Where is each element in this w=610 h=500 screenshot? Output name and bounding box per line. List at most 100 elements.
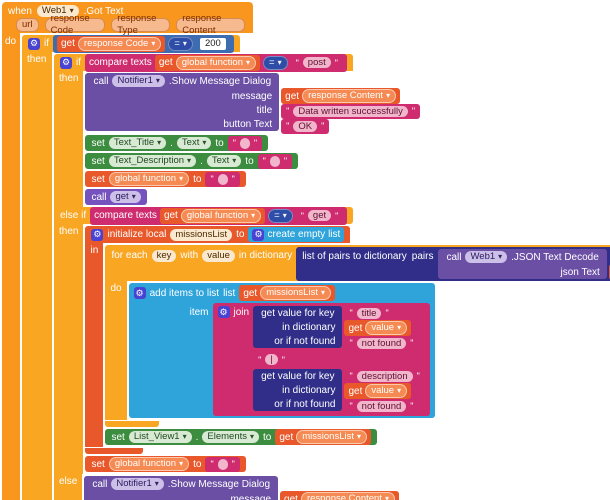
property-dropdown[interactable]: Text [176, 137, 212, 149]
string-title-block[interactable]: title [344, 305, 394, 321]
list-of-pairs-to-dictionary-block[interactable]: list of pairs to dictionary pairs [296, 247, 610, 281]
mutator-gear-icon[interactable] [133, 287, 146, 299]
empty-string-block[interactable] [205, 456, 240, 472]
string-success-block[interactable]: Data written successfully [281, 103, 421, 119]
text-field[interactable] [269, 155, 280, 167]
text-field[interactable]: description [356, 370, 413, 382]
component-dropdown[interactable]: Text_Description [108, 155, 197, 167]
string-separator-block[interactable]: | [253, 352, 290, 367]
variable-dropdown[interactable]: global function [108, 457, 190, 471]
number-field[interactable]: 200 [199, 37, 226, 50]
component-dropdown[interactable]: Notifier1 [111, 478, 164, 490]
string-post-block[interactable]: post [290, 55, 343, 70]
text-field[interactable] [217, 173, 228, 185]
create-empty-list-block[interactable]: create empty list [248, 227, 345, 242]
text-field[interactable]: not found [356, 400, 407, 412]
variable-dropdown[interactable]: global function [175, 55, 257, 70]
component-dropdown[interactable]: List_View1 [128, 431, 192, 443]
param-response-content[interactable]: response Content [176, 13, 245, 36]
variable-dropdown[interactable]: global function [108, 172, 190, 186]
operator-dropdown[interactable]: = [268, 208, 293, 223]
procedure-dropdown[interactable]: get [110, 191, 141, 203]
variable-dropdown[interactable]: value [365, 384, 408, 398]
join-block[interactable]: join get value for key [212, 303, 430, 416]
mutator-gear-icon[interactable] [217, 306, 230, 318]
get-value-for-key-description-block[interactable]: get value for key in dictionary or if no… [253, 368, 425, 414]
value-field[interactable]: value [202, 250, 235, 262]
variable-dropdown[interactable]: missionsList [296, 430, 368, 444]
variable-dropdown[interactable]: missionsList [260, 286, 331, 300]
variable-dropdown[interactable]: response Content [302, 89, 397, 103]
number-block[interactable]: 200 [195, 36, 230, 51]
equals-block[interactable]: get response Code = 200 [53, 34, 234, 53]
param-response-type[interactable]: response Type [111, 13, 171, 36]
text-field[interactable] [239, 137, 250, 149]
call-get-procedure-block[interactable]: call get [85, 189, 147, 205]
string-ok-block[interactable]: OK [281, 118, 330, 134]
set-global-function-block[interactable]: set global function to [85, 456, 246, 472]
initialize-local-block[interactable]: initialize local missionsList to create … [85, 226, 610, 454]
text-field[interactable]: get [307, 210, 332, 221]
component-dropdown[interactable]: Text_Title [108, 137, 167, 149]
compare-texts-post-block[interactable]: compare texts get global function = post [85, 53, 347, 72]
param-url[interactable]: url [16, 18, 39, 32]
call-notifier-dialog-block[interactable]: call Notifier1 .Show Message Dialog mess… [85, 73, 421, 134]
get-value-for-key-title-block[interactable]: get value for key in dictionary or if no… [253, 305, 419, 351]
string-not-found-block[interactable]: not found [344, 398, 419, 414]
text-field[interactable]: not found [356, 337, 407, 349]
set-listview-elements-block[interactable]: set List_View1 . Elements to getmissions… [105, 429, 378, 445]
text-field[interactable]: title [356, 307, 382, 319]
variable-dropdown[interactable]: value [365, 321, 408, 335]
param-response-code[interactable]: response Code [44, 13, 106, 36]
text-field[interactable]: OK [293, 120, 318, 132]
component-dropdown[interactable]: Web1 [465, 251, 508, 263]
event-block-header[interactable]: when Web1 .Got Text url response Code re… [2, 2, 253, 36]
operator-dropdown[interactable]: = [168, 36, 193, 51]
empty-string-block[interactable] [227, 135, 263, 151]
set-global-function-block[interactable]: set global function to [85, 171, 246, 187]
string-description-block[interactable]: description [344, 368, 425, 384]
variable-dropdown[interactable]: response Content [300, 492, 395, 500]
call-web1-json-decode-block[interactable]: call Web1 .JSON Text Decode json Text [438, 249, 610, 280]
foreach-dictionary-block[interactable]: for each key with value in dictionary [105, 245, 610, 427]
variable-dropdown[interactable]: response Code [77, 36, 162, 51]
variable-dropdown[interactable]: global function [180, 208, 262, 223]
string-not-found-block[interactable]: not found [344, 335, 419, 351]
text-field[interactable]: Data written successfully [293, 105, 408, 117]
call-notifier-dialog-block[interactable]: call Notifier1 .Show Message Dialog mess… [84, 476, 399, 500]
get-response-code-block[interactable]: get response Code [57, 35, 166, 52]
text-field[interactable]: post [302, 57, 331, 68]
component-dropdown[interactable]: Web1 [36, 5, 79, 17]
text-field[interactable]: | [265, 354, 278, 365]
mutator-gear-icon[interactable] [252, 228, 265, 241]
get-global-function-block[interactable]: get global function [159, 207, 266, 224]
property-dropdown[interactable]: Elements [202, 431, 260, 443]
component-dropdown[interactable]: Notifier1 [112, 75, 165, 87]
mutator-gear-icon[interactable] [91, 228, 104, 241]
operator-dropdown[interactable]: = [263, 55, 288, 70]
set-textdescription-block[interactable]: set Text_Description . Text to [85, 153, 299, 169]
set-texttitle-block[interactable]: set Text_Title . Text to [85, 135, 269, 151]
compare-texts-get-block[interactable]: compare texts get global function = get [90, 206, 348, 225]
empty-string-block[interactable] [257, 153, 293, 169]
if-response-code-block[interactable]: if get response Code = 200 then [22, 34, 610, 500]
get-global-function-block[interactable]: get global function [154, 54, 261, 71]
mutator-gear-icon[interactable] [60, 56, 72, 69]
if-function-block[interactable]: if compare texts get global function = [54, 53, 610, 500]
text-field[interactable] [217, 458, 228, 470]
string-get-block[interactable]: get [295, 208, 344, 223]
mutator-gear-icon[interactable] [28, 37, 40, 50]
key-field[interactable]: key [151, 250, 177, 262]
empty-string-block[interactable] [205, 171, 240, 187]
property-dropdown[interactable]: Text [206, 155, 242, 167]
local-variable-field[interactable]: missionsList [170, 228, 233, 241]
